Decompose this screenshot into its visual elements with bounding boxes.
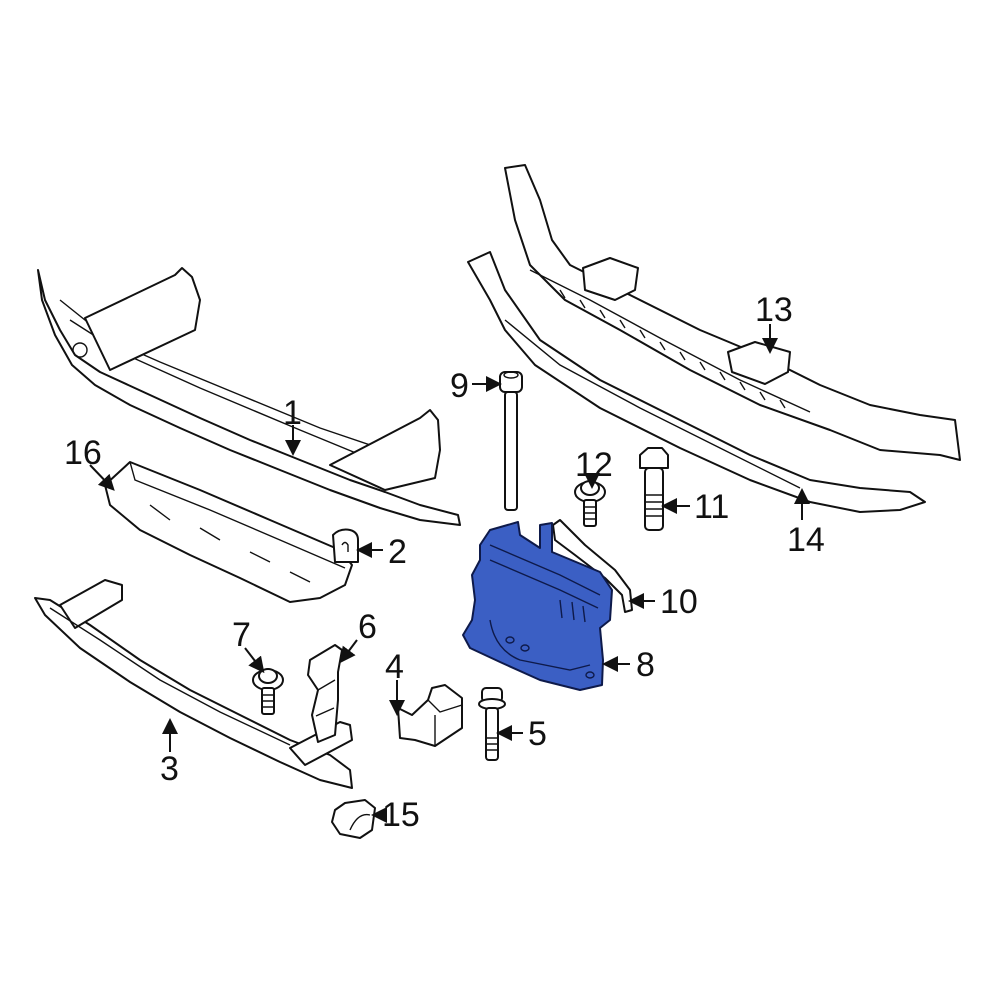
callout-14: 14: [787, 521, 825, 559]
part-13-energy-absorber: [504, 164, 961, 461]
part-12-screw: [574, 480, 606, 527]
callout-4: 4: [385, 648, 404, 686]
part-16-air-deflector: [104, 461, 353, 603]
callout-5: 5: [528, 715, 547, 753]
part-8-highlighted-bracket: [462, 521, 613, 691]
part-9-bolt: [499, 371, 523, 511]
callout-7: 7: [232, 616, 251, 654]
part-4-bracket: [397, 684, 463, 747]
part-14-bumper-bracket: [467, 251, 926, 513]
part-3-lower-reinforcement: [34, 579, 353, 789]
callout-6: 6: [358, 608, 377, 646]
part-6-bracket: [307, 644, 343, 743]
callout-16: 16: [64, 434, 102, 472]
part-10-strip: [552, 519, 633, 613]
callout-9: 9: [450, 367, 469, 405]
callout-13: 13: [755, 291, 793, 329]
callout-8: 8: [636, 646, 655, 684]
part-5-bolt: [478, 687, 506, 761]
callout-3: 3: [160, 750, 179, 788]
part-11-bolt: [639, 447, 669, 531]
callout-12: 12: [575, 446, 613, 484]
callout-10: 10: [660, 583, 698, 621]
part-2-clip: [332, 528, 359, 563]
callout-1: 1: [283, 394, 302, 432]
callout-11: 11: [694, 488, 730, 526]
leader-lines: [89, 324, 810, 823]
part-1-bumper-reinforcement: [37, 267, 461, 526]
part-7-bolt: [252, 668, 284, 715]
callout-15: 15: [382, 796, 420, 834]
part-15-clip: [331, 799, 376, 839]
callout-2: 2: [388, 533, 407, 571]
